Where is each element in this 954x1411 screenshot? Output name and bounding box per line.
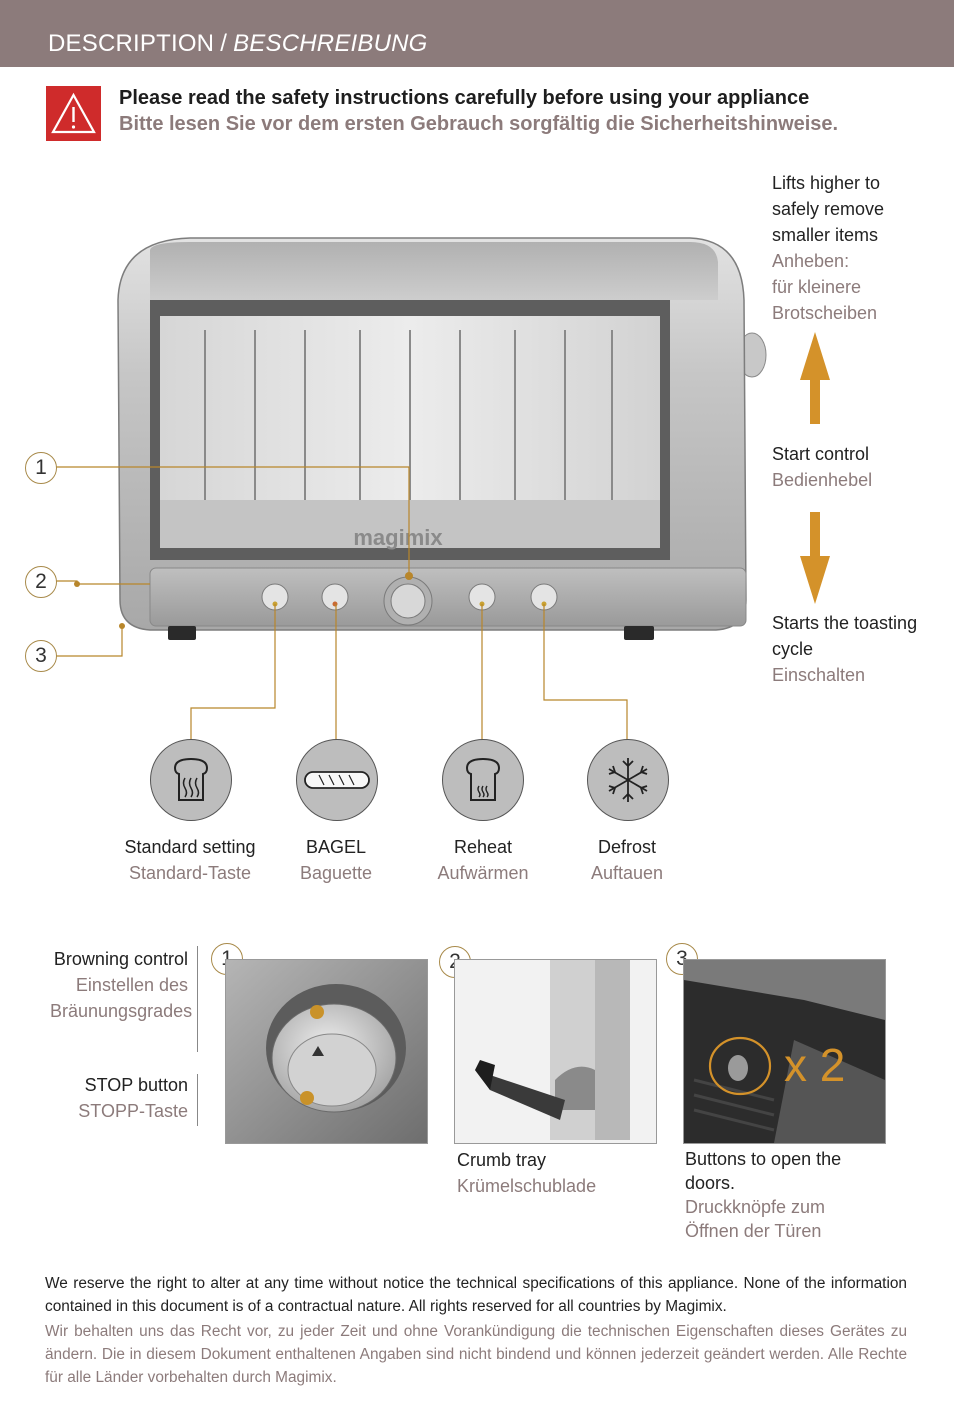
function-label-defrost: Defrost Auftauen bbox=[590, 837, 664, 883]
header-band bbox=[0, 0, 954, 67]
door-buttons-label: Buttons to open the doors. Druckknöpfe z… bbox=[685, 1149, 842, 1241]
door-buttons-multiplier: x 2 bbox=[784, 1039, 846, 1091]
browning-knob-image bbox=[226, 960, 427, 1143]
door-buttons-image bbox=[684, 960, 885, 1143]
stop-button-label: STOP button STOPP-Taste bbox=[78, 1075, 188, 1121]
toaster-illustration: magimix bbox=[117, 237, 767, 640]
leader-lines bbox=[56, 466, 628, 740]
warning-triangle-icon bbox=[51, 92, 96, 134]
browning-control-label: Browning control Einstellen des Bräunung… bbox=[50, 949, 193, 1021]
warning-text-de: Bitte lesen Sie vor dem ersten Gebrauch … bbox=[119, 113, 839, 135]
crumb-tray-photo bbox=[454, 959, 657, 1144]
label-divider-1 bbox=[197, 946, 198, 1052]
browning-control-photo bbox=[225, 959, 428, 1144]
brand-logo: magimix bbox=[353, 525, 443, 550]
title-de: BESCHREIBUNG bbox=[233, 30, 428, 57]
arrow-up-icon bbox=[800, 332, 830, 424]
bagel-function-icon bbox=[296, 739, 378, 821]
disclaimer-en: We reserve the right to alter at any tim… bbox=[45, 1275, 907, 1315]
title-separator: / bbox=[220, 30, 228, 57]
defrost-function-icon bbox=[587, 739, 669, 821]
toast-heat-icon bbox=[173, 757, 209, 801]
lift-label: Lifts higher to safely remove smaller it… bbox=[772, 173, 885, 323]
start-control-label: Start control Bedienhebel bbox=[772, 444, 873, 490]
door-buttons-photo bbox=[683, 959, 886, 1144]
disclaimer-de: Wir behalten uns das Recht vor, zu jeder… bbox=[45, 1323, 907, 1386]
crumb-tray-label: Crumb tray Krümelschublade bbox=[457, 1150, 597, 1196]
standard-function-icon bbox=[150, 739, 232, 821]
baguette-icon bbox=[304, 771, 370, 789]
page-title: DESCRIPTION/BESCHREIBUNG bbox=[48, 30, 428, 58]
snowflake-icon bbox=[608, 758, 648, 802]
function-label-bagel: BAGEL Baguette bbox=[299, 837, 373, 883]
callout-3: 3 bbox=[25, 640, 57, 672]
crumb-tray-image bbox=[455, 960, 656, 1143]
callout-2: 2 bbox=[25, 566, 57, 598]
callout-1: 1 bbox=[25, 452, 57, 484]
warning-text-en: Please read the safety instructions care… bbox=[119, 87, 810, 109]
function-label-standard: Standard setting Standard-Taste bbox=[124, 837, 256, 883]
function-label-reheat: Reheat Aufwärmen bbox=[437, 837, 529, 883]
label-divider-2 bbox=[197, 1074, 198, 1126]
toasting-cycle-label: Starts the toasting cycle Einschalten bbox=[772, 613, 918, 685]
warning-badge bbox=[46, 86, 101, 141]
reheat-function-icon bbox=[442, 739, 524, 821]
title-en: DESCRIPTION bbox=[48, 30, 215, 57]
toast-reheat-icon bbox=[465, 757, 501, 801]
arrow-down-icon bbox=[800, 512, 830, 604]
